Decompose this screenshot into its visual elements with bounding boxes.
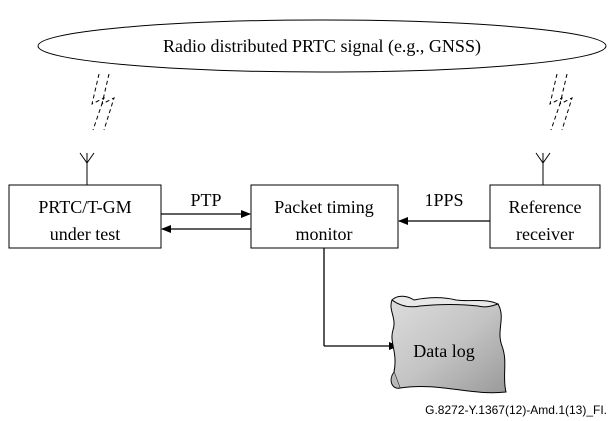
prtc-label-line2: under test xyxy=(50,224,120,244)
pps-label: 1PPS xyxy=(424,190,463,210)
packet-timing-monitor-box: Packet timing monitor xyxy=(250,184,399,249)
left-wireless-link-icon xyxy=(91,73,115,131)
prtc-label-line1: PRTC/T-GM xyxy=(38,197,131,217)
right-antenna-icon xyxy=(535,152,551,185)
receiver-label-line1: Reference xyxy=(509,197,582,217)
monitor-to-datalog-link xyxy=(323,248,399,350)
gnss-signal-ellipse: Radio distributed PRTC signal (e.g., GNS… xyxy=(37,19,607,73)
prtc-under-test-box: PRTC/T-GM under test xyxy=(8,184,162,249)
left-antenna-icon xyxy=(79,152,95,185)
ptp-label: PTP xyxy=(190,190,221,210)
monitor-label-line2: monitor xyxy=(296,224,353,244)
figure-id: G.8272-Y.1367(12)-Amd.1(13)_FI. xyxy=(425,403,607,417)
ptp-link: PTP xyxy=(161,190,251,233)
right-wireless-link-icon xyxy=(549,73,573,131)
receiver-label-line2: receiver xyxy=(516,224,574,244)
reference-receiver-box: Reference receiver xyxy=(489,184,601,249)
pps-link: 1PPS xyxy=(398,190,490,225)
gnss-signal-label: Radio distributed PRTC signal (e.g., GNS… xyxy=(163,36,481,57)
data-log-scroll-icon: Data log xyxy=(390,295,507,394)
data-log-label: Data log xyxy=(413,341,474,361)
monitor-label-line1: Packet timing xyxy=(274,197,373,217)
